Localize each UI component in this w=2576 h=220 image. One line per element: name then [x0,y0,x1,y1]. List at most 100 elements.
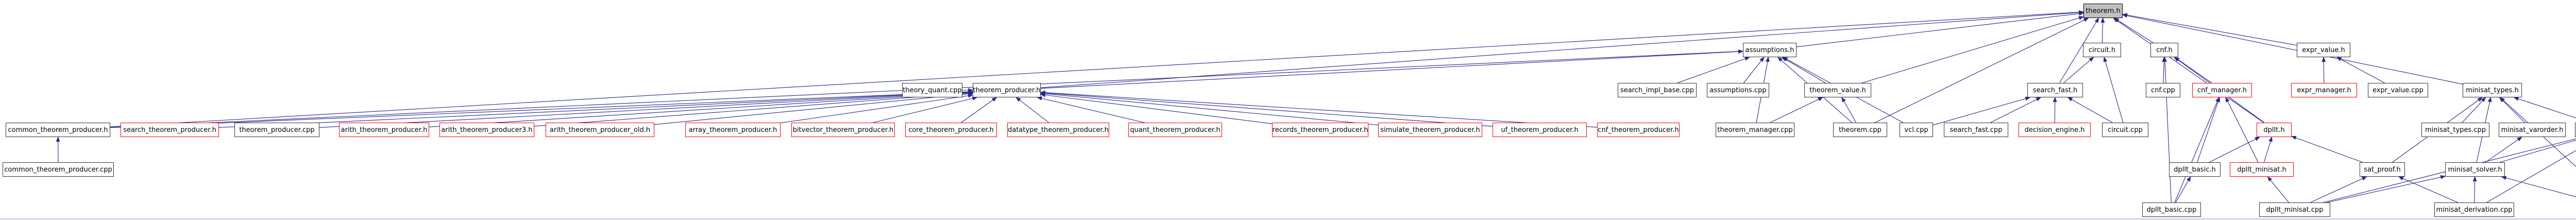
edge-assumptions.cpp--assumptions.h [1743,57,1765,83]
graph-node-theorem_producer.h[interactable]: theorem_producer.h [973,83,1041,97]
graph-node-theorem.h[interactable]: theorem.h [2083,4,2123,18]
graph-node-simulate_theorem_producer.h[interactable]: simulate_theorem_producer.h [1378,123,1482,137]
edge-cnf.cpp--cnf.h [2162,57,2166,83]
edge-dpllt_basic.cpp--dpllt_basic.h [2175,176,2191,203]
edge-quant_theorem_producer.h--theorem_producer.h [1037,96,1145,123]
graph-node-minisat_derivation.cpp[interactable]: minisat_derivation.cpp [2434,202,2514,217]
graph-node-dpllt_basic.h[interactable]: dpllt_basic.h [2169,162,2221,177]
edge-cnf.h--theorem.h [2114,18,2154,43]
graph-node-minisat_varorder.h[interactable]: minisat_varorder.h [2499,123,2566,137]
graph-node-minisat_solver.h[interactable]: minisat_solver.h [2445,162,2505,177]
edge-dpllt_minisat.cpp--dpllt_minisat.h [2267,176,2289,203]
graph-node-theorem_manager.cpp[interactable]: theorem_manager.cpp [1716,123,1794,137]
edge-records_theorem_producer.h--theorem_producer.h [1040,93,1273,124]
edge-dpllt_basic.cpp--cnf.h [2163,57,2172,203]
edge-theorem_producer.cpp--theorem_producer.h [319,90,973,128]
edge-minisat_derivation.cpp--minisat_derivation.h [2486,150,2576,203]
edge-dpllt_minisat.h--cnf_manager.h [2225,97,2259,163]
edge-theorem_producer.h--assumptions.h [1040,49,1743,89]
edge-arith_theorem_producer.h--theorem_producer.h [429,90,973,127]
edge-arith_theorem_producer3.h--theorem_producer.h [534,91,973,127]
graph-node-expr_value.h[interactable]: expr_value.h [2297,43,2350,57]
graph-node-search_impl_base.cpp[interactable]: search_impl_base.cpp [1618,83,1697,97]
edge-dpllt.h--theorem.h [2113,18,2264,123]
graph-node-uf_theorem_producer.h[interactable]: uf_theorem_producer.h [1493,123,1587,137]
graph-node-vcl.cpp[interactable]: vcl.cpp [1900,123,1933,137]
edge-arith_theorem_producer_old.h--theorem_producer.h [654,92,973,125]
graph-node-bitvector_theorem_producer.h[interactable]: bitvector_theorem_producer.h [791,123,895,137]
graph-node-decision_engine.h[interactable]: decision_engine.h [2019,123,2091,137]
edge-expr_value.h--theorem.h [2122,13,2297,46]
graph-node-arith_theorem_producer_old.h[interactable]: arith_theorem_producer_old.h [546,123,654,137]
graph-node-datatype_theorem_producer.h[interactable]: datatype_theorem_producer.h [1007,123,1109,137]
edge-cnf_theorem_producer.h--theorem_producer.h [1040,90,1598,128]
edge-dpllt_basic.h--dpllt.h [2209,137,2260,163]
edge-array_theorem_producer.h--theorem_producer.h [780,93,973,124]
edge-search_fast.cpp--search_fast.h [1990,97,2041,123]
edge-search_impl_base.cpp--assumptions.h [1677,57,1750,83]
edge-common_theorem_producer.h--theorem_producer.h [110,90,973,128]
graph-node-search_theorem_producer.h[interactable]: search_theorem_producer.h [121,123,219,137]
graph-node-theorem_producer.cpp[interactable]: theorem_producer.cpp [234,123,319,137]
edge-circuit.h--theorem.h [2100,18,2105,43]
edge-sat_proof.h--dpllt.h [2291,136,2363,163]
edge-search_fast.h--theorem.h [2059,18,2099,83]
graph-node-search_fast.h[interactable]: search_fast.h [2027,83,2083,97]
edge-expr_value.cpp--expr_value.h [2336,57,2385,83]
edge-minisat_types.h--theorem.h [2122,13,2463,84]
edge-vcl.cpp--search_fast.h [1933,96,2030,126]
graph-node-circuit.cpp[interactable]: circuit.cpp [2102,123,2148,137]
graph-node-cnf_theorem_producer.h[interactable]: cnf_theorem_producer.h [1597,123,1680,137]
graph-node-arith_theorem_producer.h[interactable]: arith_theorem_producer.h [339,123,429,137]
graph-node-minisat_types.h[interactable]: minisat_types.h [2463,83,2522,97]
edge-search_theorem_producer.h--theorem_producer.h [218,90,973,128]
graph-node-theorem.cpp[interactable]: theorem.cpp [1833,123,1887,137]
window-bottom-edge [0,218,2576,219]
edge-circuit.cpp--circuit.h [2103,57,2124,123]
graph-node-expr_value.cpp[interactable]: expr_value.cpp [2368,83,2428,97]
edge-datatype_theorem_producer.h--theorem_producer.h [1015,97,1049,123]
edge-minisat_varorder.h--minisat_types.h [2499,97,2526,123]
edge-theorem_manager.cpp--theorem_value.h [1770,97,1823,123]
graph-node-theorem_value.h[interactable]: theorem_value.h [1804,83,1871,97]
graph-node-dpllt_minisat.cpp[interactable]: dpllt_minisat.cpp [2259,202,2330,217]
graph-node-dpllt_basic.cpp[interactable]: dpllt_basic.cpp [2142,202,2201,217]
graph-node-dpllt.h[interactable]: dpllt.h [2257,123,2292,137]
edge-minisat_solver.h--minisat_varorder.h [2485,137,2522,163]
edge-theorem.cpp--theorem.h [1874,18,2089,123]
edge-minisat_derivation.cpp--sat_proof.h [2398,176,2458,203]
edge-dpllt_minisat.cpp--sat_proof.h [2310,176,2367,203]
graph-node-records_theorem_producer.h[interactable]: records_theorem_producer.h [1272,123,1368,137]
graph-node-minisat_derivation.h[interactable]: minisat_derivation.h [2575,123,2576,137]
graph-node-common_theorem_producer.h[interactable]: common_theorem_producer.h [6,123,110,137]
graph-node-quant_theorem_producer.h[interactable]: quant_theorem_producer.h [1128,123,1222,137]
graph-node-sat_proof.h[interactable]: sat_proof.h [2360,162,2405,177]
graph-node-assumptions.h[interactable]: assumptions.h [1743,43,1797,57]
graph-node-theory_quant.cpp[interactable]: theory_quant.cpp [902,83,962,97]
edge-theorem.cpp--theorem_value.h [1841,97,1857,123]
graph-node-cnf.cpp[interactable]: cnf.cpp [2146,83,2180,97]
graph-node-dpllt_minisat.h[interactable]: dpllt_minisat.h [2230,162,2294,177]
graph-node-minisat_types.cpp[interactable]: minisat_types.cpp [2421,123,2489,137]
graph-node-cnf.h[interactable]: cnf.h [2150,43,2178,57]
graph-node-core_theorem_producer.h[interactable]: core_theorem_producer.h [905,123,997,137]
graph-node-search_fast.cpp[interactable]: search_fast.cpp [1944,123,2008,137]
edge-theorem_value.h--assumptions.h [1781,57,1826,83]
edge-theorem_producer.h--theorem.h [1040,10,2084,88]
edge-dpllt_basic.h--cnf_manager.h [2197,97,2221,163]
edge-minisat_types.cpp--minisat_types.h [2462,97,2486,123]
edge-search_fast.h--circuit.h [2063,57,2094,83]
graph-node-arith_theorem_producer3.h[interactable]: arith_theorem_producer3.h [439,123,534,137]
graph-node-expr_manager.h[interactable]: expr_manager.h [2291,83,2357,97]
graph-node-array_theorem_producer.h[interactable]: array_theorem_producer.h [685,123,781,137]
graph-node-circuit.h[interactable]: circuit.h [2083,43,2121,57]
edge-common_theorem_producer.h--theorem.h [110,10,2084,127]
edge-simulate_theorem_producer.h--theorem_producer.h [1040,92,1379,126]
edge-uf_theorem_producer.h--theorem_producer.h [1040,91,1493,127]
edge-dpllt_basic.cpp--cnf_manager.h [2174,97,2219,203]
graph-node-common_theorem_producer.cpp[interactable]: common_theorem_producer.cpp [3,162,114,177]
edge-minisat_solver.cpp--minisat_types.h [2500,97,2576,167]
graph-node-cnf_manager.h[interactable]: cnf_manager.h [2192,83,2252,97]
graph-node-assumptions.cpp[interactable]: assumptions.cpp [1707,83,1769,97]
